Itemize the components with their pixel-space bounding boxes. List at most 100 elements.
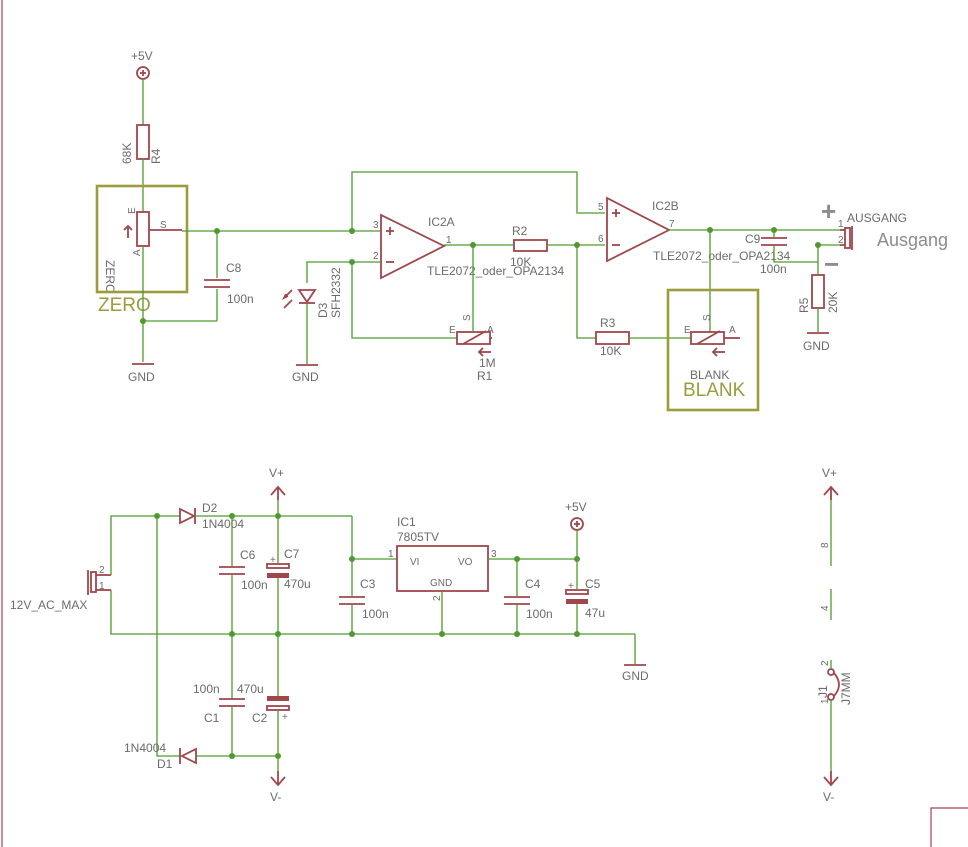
r4-value: 68K bbox=[120, 143, 134, 164]
supply-vminus-right: V- bbox=[823, 771, 839, 804]
svg-text:3: 3 bbox=[491, 549, 497, 560]
svg-text:2: 2 bbox=[99, 565, 105, 576]
svg-text:C3: C3 bbox=[360, 577, 376, 591]
svg-text:47u: 47u bbox=[585, 606, 605, 620]
opamp-ic2a: 3 2 1 IC2A TLE2072_oder_OPA2134 bbox=[373, 213, 565, 280]
svg-text:V+: V+ bbox=[269, 466, 284, 480]
diode-d1: 1N4004 D1 bbox=[124, 741, 197, 771]
zero-pin-a: A bbox=[132, 249, 143, 256]
svg-text:C2: C2 bbox=[252, 711, 268, 725]
svg-text:GND: GND bbox=[803, 339, 830, 353]
ground-r5: GND bbox=[803, 332, 830, 353]
zero-pin-e: E bbox=[127, 207, 138, 214]
capacitor-c9: C9 100n bbox=[745, 232, 787, 276]
supply-label: +5V bbox=[131, 49, 153, 63]
svg-text:GND: GND bbox=[430, 578, 452, 589]
svg-text:470u: 470u bbox=[284, 577, 311, 591]
r4-name: R4 bbox=[149, 148, 163, 164]
svg-text:J1: J1 bbox=[816, 685, 830, 698]
svg-text:C7: C7 bbox=[284, 547, 300, 561]
svg-text:C1: C1 bbox=[204, 711, 220, 725]
svg-text:C5: C5 bbox=[585, 577, 601, 591]
svg-text:2: 2 bbox=[432, 595, 443, 601]
svg-text:1: 1 bbox=[838, 219, 844, 230]
svg-text:V+: V+ bbox=[822, 466, 837, 480]
ic1-value: 7805TV bbox=[397, 530, 439, 544]
supply-vminus-left: V- bbox=[270, 771, 286, 804]
supply-plus5v-top: +5V bbox=[131, 49, 153, 80]
svg-text:1: 1 bbox=[99, 581, 105, 592]
blank-adjust-box bbox=[666, 288, 760, 412]
svg-text:D3: D3 bbox=[316, 302, 330, 318]
jumper-j1: 8 4 2 1 J1 J7MM bbox=[816, 542, 853, 705]
svg-text:1: 1 bbox=[388, 549, 394, 560]
resistor-r4: 68K R4 bbox=[120, 124, 163, 164]
supply-vplus-left: V+ bbox=[269, 466, 286, 500]
capacitor-c8: C8 100n bbox=[204, 261, 254, 306]
sheet-frame-corner bbox=[930, 807, 968, 847]
ground-zero: GND bbox=[128, 363, 155, 384]
blank-pot-label: BLANK bbox=[690, 368, 729, 382]
ic2b-value: TLE2072_oder_OPA2134 bbox=[653, 249, 791, 263]
svg-text:100n: 100n bbox=[241, 578, 268, 592]
connector-12v-ac: 2 1 12V_AC_MAX bbox=[10, 565, 111, 612]
svg-text:7: 7 bbox=[669, 219, 675, 230]
svg-text:VO: VO bbox=[458, 557, 473, 568]
svg-text:1: 1 bbox=[820, 698, 831, 704]
svg-text:SFH2332: SFH2332 bbox=[329, 267, 343, 318]
output-plus-sign: + bbox=[821, 196, 836, 226]
svg-text:E: E bbox=[449, 325, 456, 336]
svg-text:+: + bbox=[282, 712, 288, 723]
resistor-r5: R5 20K bbox=[797, 274, 840, 313]
svg-text:R5: R5 bbox=[797, 297, 811, 313]
svg-text:GND: GND bbox=[622, 669, 649, 683]
svg-text:2: 2 bbox=[838, 235, 844, 246]
svg-text:AUSGANG: AUSGANG bbox=[847, 211, 907, 225]
svg-text:100n: 100n bbox=[362, 607, 389, 621]
svg-text:C4: C4 bbox=[525, 577, 541, 591]
zero-box-label: ZERO bbox=[98, 295, 151, 316]
resistor-r3: R3 10K bbox=[595, 316, 630, 358]
svg-text:+5V: +5V bbox=[565, 500, 587, 514]
svg-text:1N4004: 1N4004 bbox=[202, 517, 244, 531]
svg-text:8: 8 bbox=[820, 542, 831, 548]
svg-text:V-: V- bbox=[823, 790, 834, 804]
supply-plus5v-reg: +5V bbox=[565, 500, 587, 531]
blank-box-label: BLANK bbox=[683, 380, 746, 401]
svg-text:A: A bbox=[487, 325, 494, 336]
output-label: Ausgang bbox=[877, 230, 948, 250]
capacitor-c7: + C7 470u bbox=[266, 547, 311, 591]
ic1-name: IC1 bbox=[397, 515, 416, 529]
svg-text:100n: 100n bbox=[227, 292, 254, 306]
zero-pin-s: S bbox=[160, 220, 167, 231]
svg-text:12V_AC_MAX: 12V_AC_MAX bbox=[10, 598, 87, 612]
svg-text:3: 3 bbox=[373, 220, 379, 231]
svg-text:E: E bbox=[684, 325, 691, 336]
svg-text:R1: R1 bbox=[477, 369, 493, 383]
svg-text:GND: GND bbox=[292, 370, 319, 384]
svg-text:+: + bbox=[568, 581, 574, 592]
ic2b-name: IC2B bbox=[652, 199, 679, 213]
svg-text:C6: C6 bbox=[240, 548, 256, 562]
svg-text:4: 4 bbox=[820, 605, 831, 611]
svg-text:1N4004: 1N4004 bbox=[124, 741, 166, 755]
svg-text:10K: 10K bbox=[600, 344, 621, 358]
svg-text:6: 6 bbox=[598, 234, 604, 245]
capacitor-c2: + 470u C2 bbox=[237, 682, 290, 725]
svg-text:C8: C8 bbox=[226, 261, 242, 275]
svg-text:V-: V- bbox=[270, 790, 281, 804]
svg-text:C9: C9 bbox=[745, 232, 761, 246]
svg-text:R3: R3 bbox=[600, 316, 616, 330]
svg-text:GND: GND bbox=[128, 370, 155, 384]
ic2a-value: TLE2072_oder_OPA2134 bbox=[427, 264, 565, 278]
svg-text:100n: 100n bbox=[526, 607, 553, 621]
svg-text:5: 5 bbox=[598, 202, 604, 213]
svg-text:100n: 100n bbox=[193, 682, 220, 696]
zero-pot-label: ZERO bbox=[103, 260, 117, 293]
capacitor-c1: 100n C1 bbox=[193, 682, 245, 725]
svg-text:+: + bbox=[270, 555, 276, 566]
svg-text:470u: 470u bbox=[237, 682, 264, 696]
ic2a-name: IC2A bbox=[428, 215, 455, 229]
